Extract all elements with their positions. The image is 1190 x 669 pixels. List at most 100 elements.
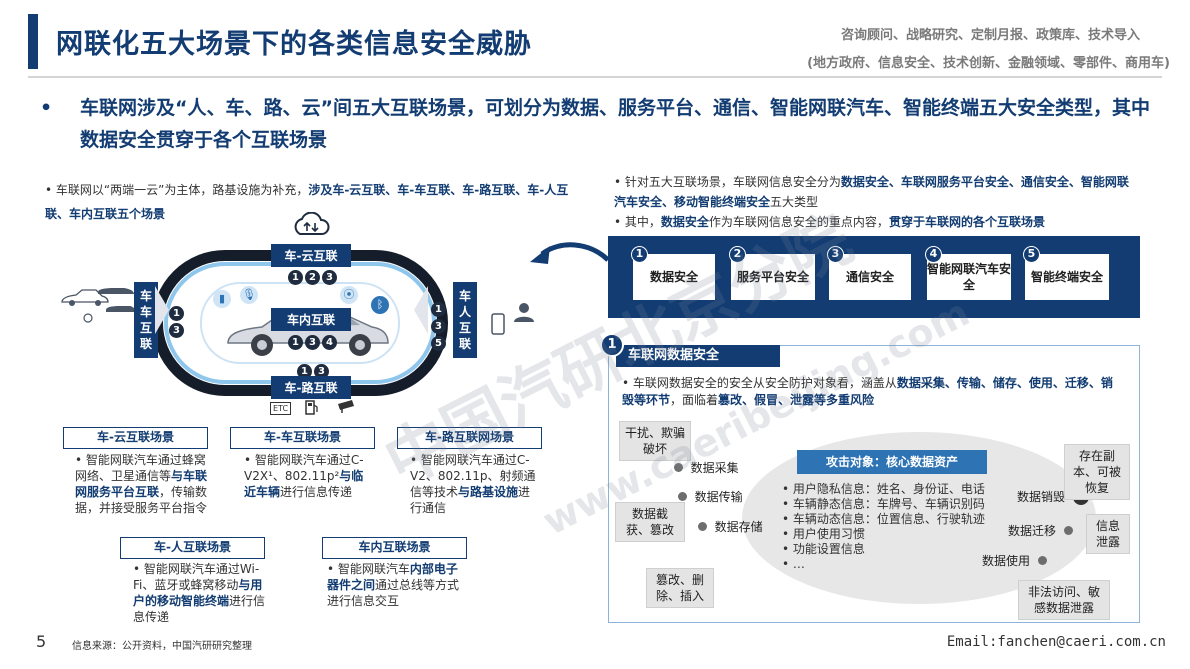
vehicles-icon [61, 288, 135, 323]
key-message-text: 车联网涉及“人、车、路、云”间五大互联场景，可划分为数据、服务平台、通信、智能网… [80, 97, 1150, 151]
page-number: 5 [36, 632, 47, 651]
contact-email[interactable]: Email:fanchen@caeri.com.cn [946, 634, 1166, 650]
wifi-signal-icon: ⦿ [340, 286, 358, 304]
stage-label: 数据存储 [714, 520, 763, 534]
header-divider [28, 76, 1162, 78]
threat-num: 1 [169, 306, 184, 321]
scene-desc: • 智能网联汽车内部电子器件之间通过总线等方式进行信息交互 [327, 561, 465, 609]
bullet-dot: • [40, 97, 53, 119]
phone-user-icon [491, 303, 534, 335]
category-num: 2 [729, 246, 746, 263]
risk-box: 信息泄露 [1086, 514, 1130, 554]
scene-desc-pre: • 智能网联汽车通过蜂窝网络、卫星通信等 [75, 453, 206, 483]
focus-bold1: 数据安全 [660, 215, 709, 229]
etc-gantry-icon: ETC [270, 402, 292, 415]
scenario-intro: • 车联网以“两端一云”为主体，路基设施为补充，涉及车-云互联、车-车互联、车-… [45, 178, 585, 226]
v2v-tag: 车 车 互 联 [134, 282, 158, 358]
threat-num: 3 [431, 319, 446, 334]
scene-desc-pre: • 智能网联汽车通过C-V2、802.11p、射频通信等技术 [410, 453, 536, 499]
threat-num: 1 [288, 270, 303, 285]
threat-num: 3 [169, 323, 184, 338]
stage-label: 数据采集 [690, 461, 739, 475]
core-assets-list: • 用户隐私信息：姓名、身份证、电话 • 车辆静态信息：车牌号、车辆识别码 • … [782, 482, 1012, 572]
v2p-nums: 1 3 5 [431, 300, 446, 353]
scene-desc-pre: • 智能网联汽车通过C-V2X¹、802.11p² [244, 453, 364, 483]
road-link-tag: 车-路互联 [271, 376, 351, 399]
stage-dot [674, 463, 683, 472]
threat-num: 3 [305, 335, 320, 350]
data-security-desc: • 车联网数据安全的安全从安全防护对象看，涵盖从数据采集、传输、储存、使用、迁移… [622, 375, 1122, 409]
scenario-intro-prefix: • 车联网以“两端一云”为主体，路基设施为补充， [45, 183, 309, 197]
category-num: 4 [925, 246, 942, 263]
scene-title: 车-人互联场景 [120, 537, 265, 559]
types-prefix: • 针对五大互联场景，车联网信息安全分为 [614, 175, 841, 189]
cloud-sync-icon [294, 212, 330, 235]
focus-prefix: • 其中， [614, 215, 661, 229]
v2v-arrow [155, 286, 169, 334]
threat-num: 5 [431, 336, 446, 351]
stage-dot [678, 492, 687, 501]
category-num: 3 [827, 246, 844, 263]
category-data-security: 数据安全 [633, 254, 715, 300]
stage-label: 数据迁移 [1008, 524, 1057, 538]
scene-desc: • 智能网联汽车通过Wi-Fi、蓝牙或蜂窝移动与用户的移动智能终端进行信息传递 [133, 561, 269, 625]
key-message: • 车联网涉及“人、车、路、云”间五大互联场景，可划分为数据、服务平台、通信、智… [40, 92, 1158, 156]
ds-desc-bold2: 篡改、假冒、泄露等多重风险 [718, 393, 875, 407]
in-vehicle-tag: 车内互联 [271, 308, 351, 331]
fuel-station-icon [305, 400, 318, 415]
threat-num: 4 [322, 335, 337, 350]
types-suffix: 五大类型 [770, 195, 819, 209]
stage-dot [1063, 526, 1073, 535]
risk-box: 篡改、删除、插入 [646, 568, 714, 608]
stage-label: 数据使用 [982, 554, 1031, 568]
scene-desc-bold: 与车联网服务平台互联 [75, 469, 208, 499]
car-icon: ▮ [213, 290, 231, 308]
page-title: 网联化五大场景下的各类信息安全威胁 [56, 29, 532, 60]
scene-title: 车-路互联网场景 [397, 427, 542, 449]
scene-desc-post: ，传输数据，并接受服务平台指令 [75, 485, 208, 515]
threat-num: 3 [314, 364, 329, 379]
category-num: 5 [1023, 246, 1040, 263]
stage-migrate: 数据迁移 [1008, 522, 1073, 539]
ds-desc-pre: • 车联网数据安全的安全从安全防护对象看，涵盖从 [622, 376, 897, 390]
data-security-title: 车联网数据安全 [616, 345, 780, 367]
scene-title: 车-车互联场景 [230, 427, 375, 449]
scene-title: 车内互联场景 [322, 537, 467, 559]
microphone-icon: 🎙 [240, 286, 258, 304]
security-types-intro: • 针对五大互联场景，车联网信息安全分为数据安全、车联网服务平台安全、通信安全、… [614, 172, 1134, 232]
scene-desc-pre: • 智能网联汽车通过Wi-Fi、蓝牙或蜂窝移动 [133, 562, 260, 592]
risk-box: 数据截获、篡改 [615, 502, 685, 542]
risk-box: 干扰、欺骗破坏 [619, 421, 691, 461]
cloud-link-tag: 车-云互联 [271, 244, 351, 267]
stage-dot [1037, 556, 1047, 565]
scene-desc-pre: • 智能网联汽车 [327, 562, 410, 576]
scene-desc-post: 通过总线等方式进行信息交互 [327, 578, 460, 608]
category-terminal-security: 智能终端安全 [1025, 254, 1109, 300]
core-asset-item: • 车辆动态信息：位置信息、行驶轨迹 [782, 512, 985, 526]
stage-label: 数据传输 [694, 490, 743, 504]
category-communication-security: 通信安全 [829, 254, 911, 300]
threat-num: 1 [297, 364, 312, 379]
bluetooth-icon: ᛒ [371, 296, 389, 314]
category-vehicle-security: 智能网联汽车安全 [927, 254, 1011, 300]
core-assets-tag: 攻击对象：核心数据资产 [797, 450, 987, 474]
stage-store: 数据存储 [698, 518, 763, 535]
v2p-arrow [414, 286, 428, 334]
category-num: 1 [631, 246, 648, 263]
scene-desc-post: 进行通信 [410, 485, 531, 515]
scene-desc-bold: 与用户的移动智能终端 [133, 578, 263, 608]
camera-icon [338, 400, 354, 413]
threat-num: 1 [431, 302, 446, 317]
core-asset-item: • 功能设置信息 [782, 542, 865, 556]
focus-mid: 作为车联网信息安全的重点内容， [708, 215, 889, 229]
curved-arrow-icon [530, 242, 610, 264]
scene-desc: • 智能网联汽车通过C-V2、802.11p、射频通信等技术与路基设施进行通信 [410, 452, 538, 516]
core-asset-item: • 用户使用习惯 [782, 527, 865, 541]
stage-transmit: 数据传输 [678, 488, 743, 505]
v2p-tag: 车 人 互 联 [453, 282, 477, 358]
core-asset-item: • 用户隐私信息：姓名、身份证、电话 [782, 482, 985, 496]
